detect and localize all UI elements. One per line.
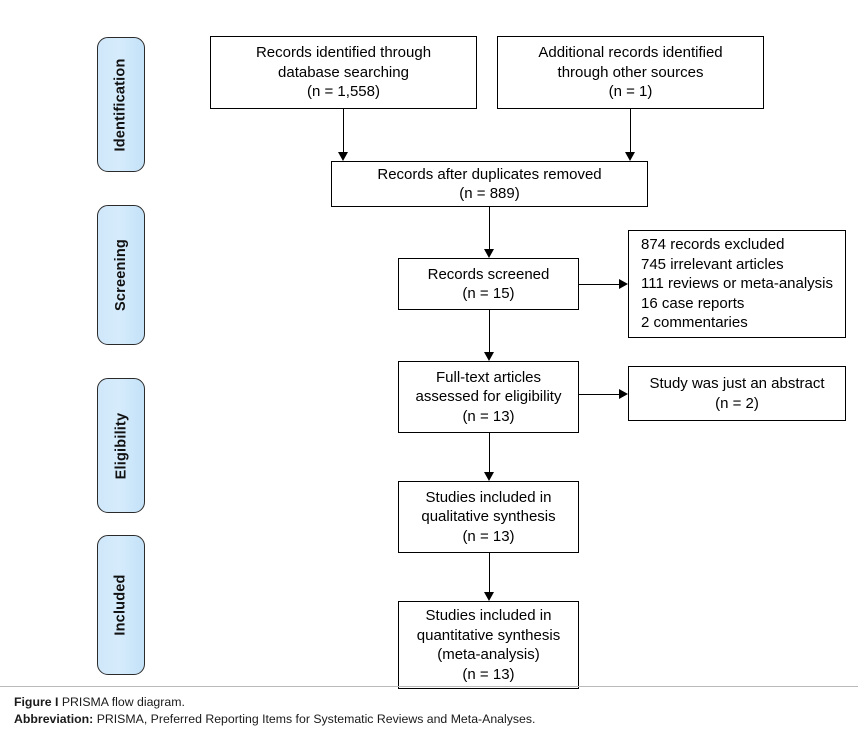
- box-records-screened-text: Records screened (n = 15): [427, 265, 550, 303]
- stage-pill-eligibility-label: Eligibility: [113, 412, 129, 479]
- connector-database-to-duplicates: [343, 109, 344, 154]
- box-records-excluded-text: 874 records excluded 745 irrelevant arti…: [641, 236, 834, 332]
- connector-screened-to-excluded: [579, 284, 621, 285]
- caption-figure-text: PRISMA flow diagram.: [61, 695, 185, 709]
- connector-screened-to-fulltext: [489, 310, 490, 354]
- box-records-identified-database: Records identified through database sear…: [210, 36, 477, 109]
- caption-figure-label: Figure I: [14, 695, 59, 709]
- box-fulltext-excluded-abstract: Study was just an abstract (n = 2): [628, 366, 846, 421]
- box-records-excluded: 874 records excluded 745 irrelevant arti…: [628, 230, 846, 338]
- box-qualitative-synthesis-text: Studies included in qualitative synthesi…: [421, 488, 556, 545]
- stage-pill-included-label: Included: [113, 574, 129, 636]
- stage-pill-screening: Screening: [97, 205, 145, 345]
- box-additional-records-other-sources: Additional records identified through ot…: [497, 36, 764, 109]
- caption-abbreviation-label: Abbreviation:: [14, 712, 94, 726]
- box-additional-records-other-sources-text: Additional records identified through ot…: [538, 44, 723, 101]
- box-fulltext-assessed: Full-text articles assessed for eligibil…: [398, 361, 579, 433]
- box-fulltext-excluded-abstract-text: Study was just an abstract (n = 2): [649, 375, 825, 412]
- arrowhead-fulltext-to-qualitative: [483, 472, 494, 481]
- arrowhead-qualitative-to-quantitative: [483, 592, 494, 601]
- arrowhead-screened-to-excluded: [619, 278, 628, 289]
- stage-pill-identification-label: Identification: [113, 57, 129, 152]
- stage-pill-screening-label: Screening: [113, 239, 130, 311]
- stage-pill-eligibility: Eligibility: [97, 378, 145, 513]
- arrowhead-database-to-duplicates: [337, 152, 348, 161]
- box-records-after-duplicates-removed-text: Records after duplicates removed (n = 88…: [377, 165, 602, 203]
- arrowhead-duplicates-to-screened: [483, 249, 494, 258]
- caption-line-figure: Figure I PRISMA flow diagram.: [14, 694, 844, 711]
- connector-other-sources-to-duplicates: [630, 109, 631, 154]
- stage-pill-included: Included: [97, 535, 145, 675]
- box-quantitative-synthesis: Studies included in quantitative synthes…: [398, 601, 579, 689]
- caption-abbreviation-text: PRISMA, Preferred Reporting Items for Sy…: [96, 712, 536, 726]
- arrowhead-fulltext-to-excluded: [619, 388, 628, 399]
- connector-duplicates-to-screened: [489, 207, 490, 251]
- box-qualitative-synthesis: Studies included in qualitative synthesi…: [398, 481, 579, 553]
- figure-caption: Figure I PRISMA flow diagram. Abbreviati…: [14, 694, 844, 728]
- arrowhead-other-sources-to-duplicates: [624, 152, 635, 161]
- connector-fulltext-to-excluded: [579, 394, 621, 395]
- stage-pill-identification: Identification: [97, 37, 145, 172]
- caption-line-abbreviation: Abbreviation: PRISMA, Preferred Reportin…: [14, 711, 844, 728]
- box-records-after-duplicates-removed: Records after duplicates removed (n = 88…: [331, 161, 648, 207]
- connector-qualitative-to-quantitative: [489, 553, 490, 594]
- connector-fulltext-to-qualitative: [489, 433, 490, 474]
- caption-divider: [0, 686, 858, 687]
- box-records-identified-database-text: Records identified through database sear…: [255, 44, 432, 101]
- box-fulltext-assessed-text: Full-text articles assessed for eligibil…: [415, 368, 562, 425]
- arrowhead-screened-to-fulltext: [483, 352, 494, 361]
- box-quantitative-synthesis-text: Studies included in quantitative synthes…: [416, 607, 561, 683]
- box-records-screened: Records screened (n = 15): [398, 258, 579, 310]
